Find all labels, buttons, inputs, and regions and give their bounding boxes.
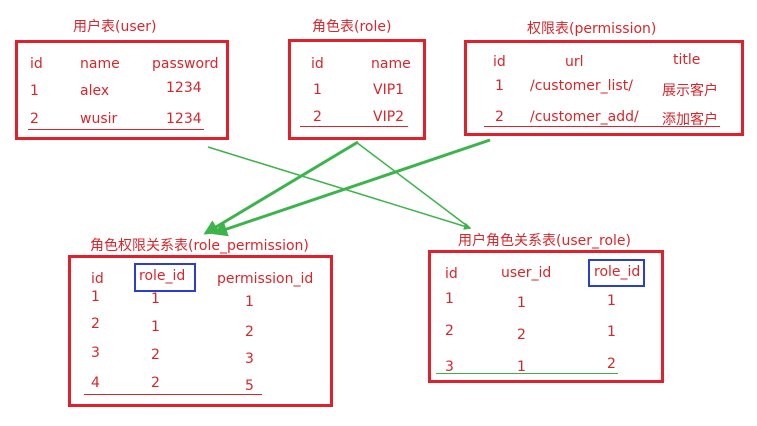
ur-row-1-id: 1 <box>445 291 454 307</box>
ur-row-3-role-id: 2 <box>607 356 616 372</box>
rp-row-4-id: 4 <box>91 375 100 391</box>
rp-row-1-id: 1 <box>91 289 100 305</box>
arrow-permission-to-role-permission <box>212 138 491 237</box>
user-row-2-name: wusir <box>80 111 118 127</box>
role-row-1-id: 1 <box>313 82 322 98</box>
user-row-1-id: 1 <box>30 83 39 99</box>
ur-header-user-id: user_id <box>501 265 552 281</box>
role-row-1-name: VIP1 <box>373 82 405 98</box>
rp-row-3-id: 3 <box>91 345 100 361</box>
ur-row-1-user-id: 1 <box>517 295 526 311</box>
rp-row-3-permission-id: 3 <box>245 351 254 367</box>
role-id-highlight-box <box>134 263 196 292</box>
user-table-title: 用户表(user) <box>73 19 157 35</box>
ur-row-1-role-id: 1 <box>607 293 616 309</box>
user-role-table-title: 用户角色关系表(user_role) <box>458 233 631 249</box>
rp-header-role-id: role_id <box>139 268 186 284</box>
rp-row-4-role-id: 2 <box>151 375 160 391</box>
ur-row-2-role-id: 1 <box>607 324 616 340</box>
rp-row-4-permission-id: 5 <box>245 378 254 394</box>
role-permission-table: id role_id permission_id 1 1 1 2 1 2 3 2… <box>68 255 333 407</box>
ur-header-id: id <box>445 266 458 282</box>
user-header-id: id <box>30 56 43 72</box>
user-row-1-password: 1234 <box>166 80 202 96</box>
ur-row-3-user-id: 1 <box>517 359 526 375</box>
role-table-title: 角色表(role) <box>312 19 392 35</box>
user-header-password: password <box>152 56 219 72</box>
role-header-id: id <box>311 56 324 72</box>
role-table: id name 1 VIP1 2 VIP2 <box>288 39 426 140</box>
user-header-name: name <box>80 56 120 72</box>
user-role-row-underline <box>436 373 618 374</box>
permission-table: id url title 1 /customer_list/ 展示客户 2 /c… <box>464 40 744 136</box>
user-row-underline <box>28 129 204 130</box>
permission-header-id: id <box>493 54 506 70</box>
permission-header-url: url <box>565 54 584 70</box>
rp-row-1-permission-id: 1 <box>245 294 254 310</box>
rp-header-permission-id: permission_id <box>217 271 314 287</box>
role-row-underline <box>300 126 408 127</box>
permission-table-title: 权限表(permission) <box>527 21 657 37</box>
permission-row-1-url: /customer_list/ <box>530 78 633 94</box>
rp-row-2-permission-id: 2 <box>245 324 254 340</box>
arrow-role-to-user-role <box>355 141 471 229</box>
ur-row-2-user-id: 2 <box>517 327 526 343</box>
user-role-table: id user_id role_id 1 1 1 2 2 1 3 1 2 <box>428 250 664 383</box>
rp-row-1-role-id: 1 <box>151 291 160 307</box>
permission-row-underline <box>484 126 720 127</box>
arrow-role-to-role-permission <box>203 140 359 235</box>
user-row-1-name: alex <box>80 83 110 99</box>
role-permission-table-title: 角色权限关系表(role_permission) <box>90 238 309 254</box>
user-table: id name password 1 alex 1234 2 wusir 123… <box>15 40 229 140</box>
rp-row-2-id: 2 <box>91 316 100 332</box>
arrow-user-to-user-role <box>207 146 472 230</box>
role-row-2-name: VIP2 <box>373 109 405 125</box>
permission-row-1-title: 展示客户 <box>662 83 718 99</box>
rp-header-id: id <box>91 271 104 287</box>
ur-row-2-id: 2 <box>445 323 454 339</box>
ur-header-role-id: role_id <box>594 264 641 280</box>
user-row-2-id: 2 <box>30 111 39 127</box>
role-header-name: name <box>371 56 411 72</box>
user-row-2-password: 1234 <box>166 111 202 127</box>
role-permission-row-underline <box>84 394 262 395</box>
role-row-2-id: 2 <box>313 109 322 125</box>
role-id-highlight-box <box>588 259 645 287</box>
permission-row-2-title: 添加客户 <box>662 112 718 128</box>
permission-header-title: title <box>673 52 701 68</box>
rp-row-3-role-id: 2 <box>151 347 160 363</box>
rp-row-2-role-id: 1 <box>151 319 160 335</box>
permission-row-1-id: 1 <box>495 78 504 94</box>
ur-row-3-id: 3 <box>445 359 454 375</box>
permission-row-2-id: 2 <box>495 109 504 125</box>
permission-row-2-url: /customer_add/ <box>530 109 639 125</box>
